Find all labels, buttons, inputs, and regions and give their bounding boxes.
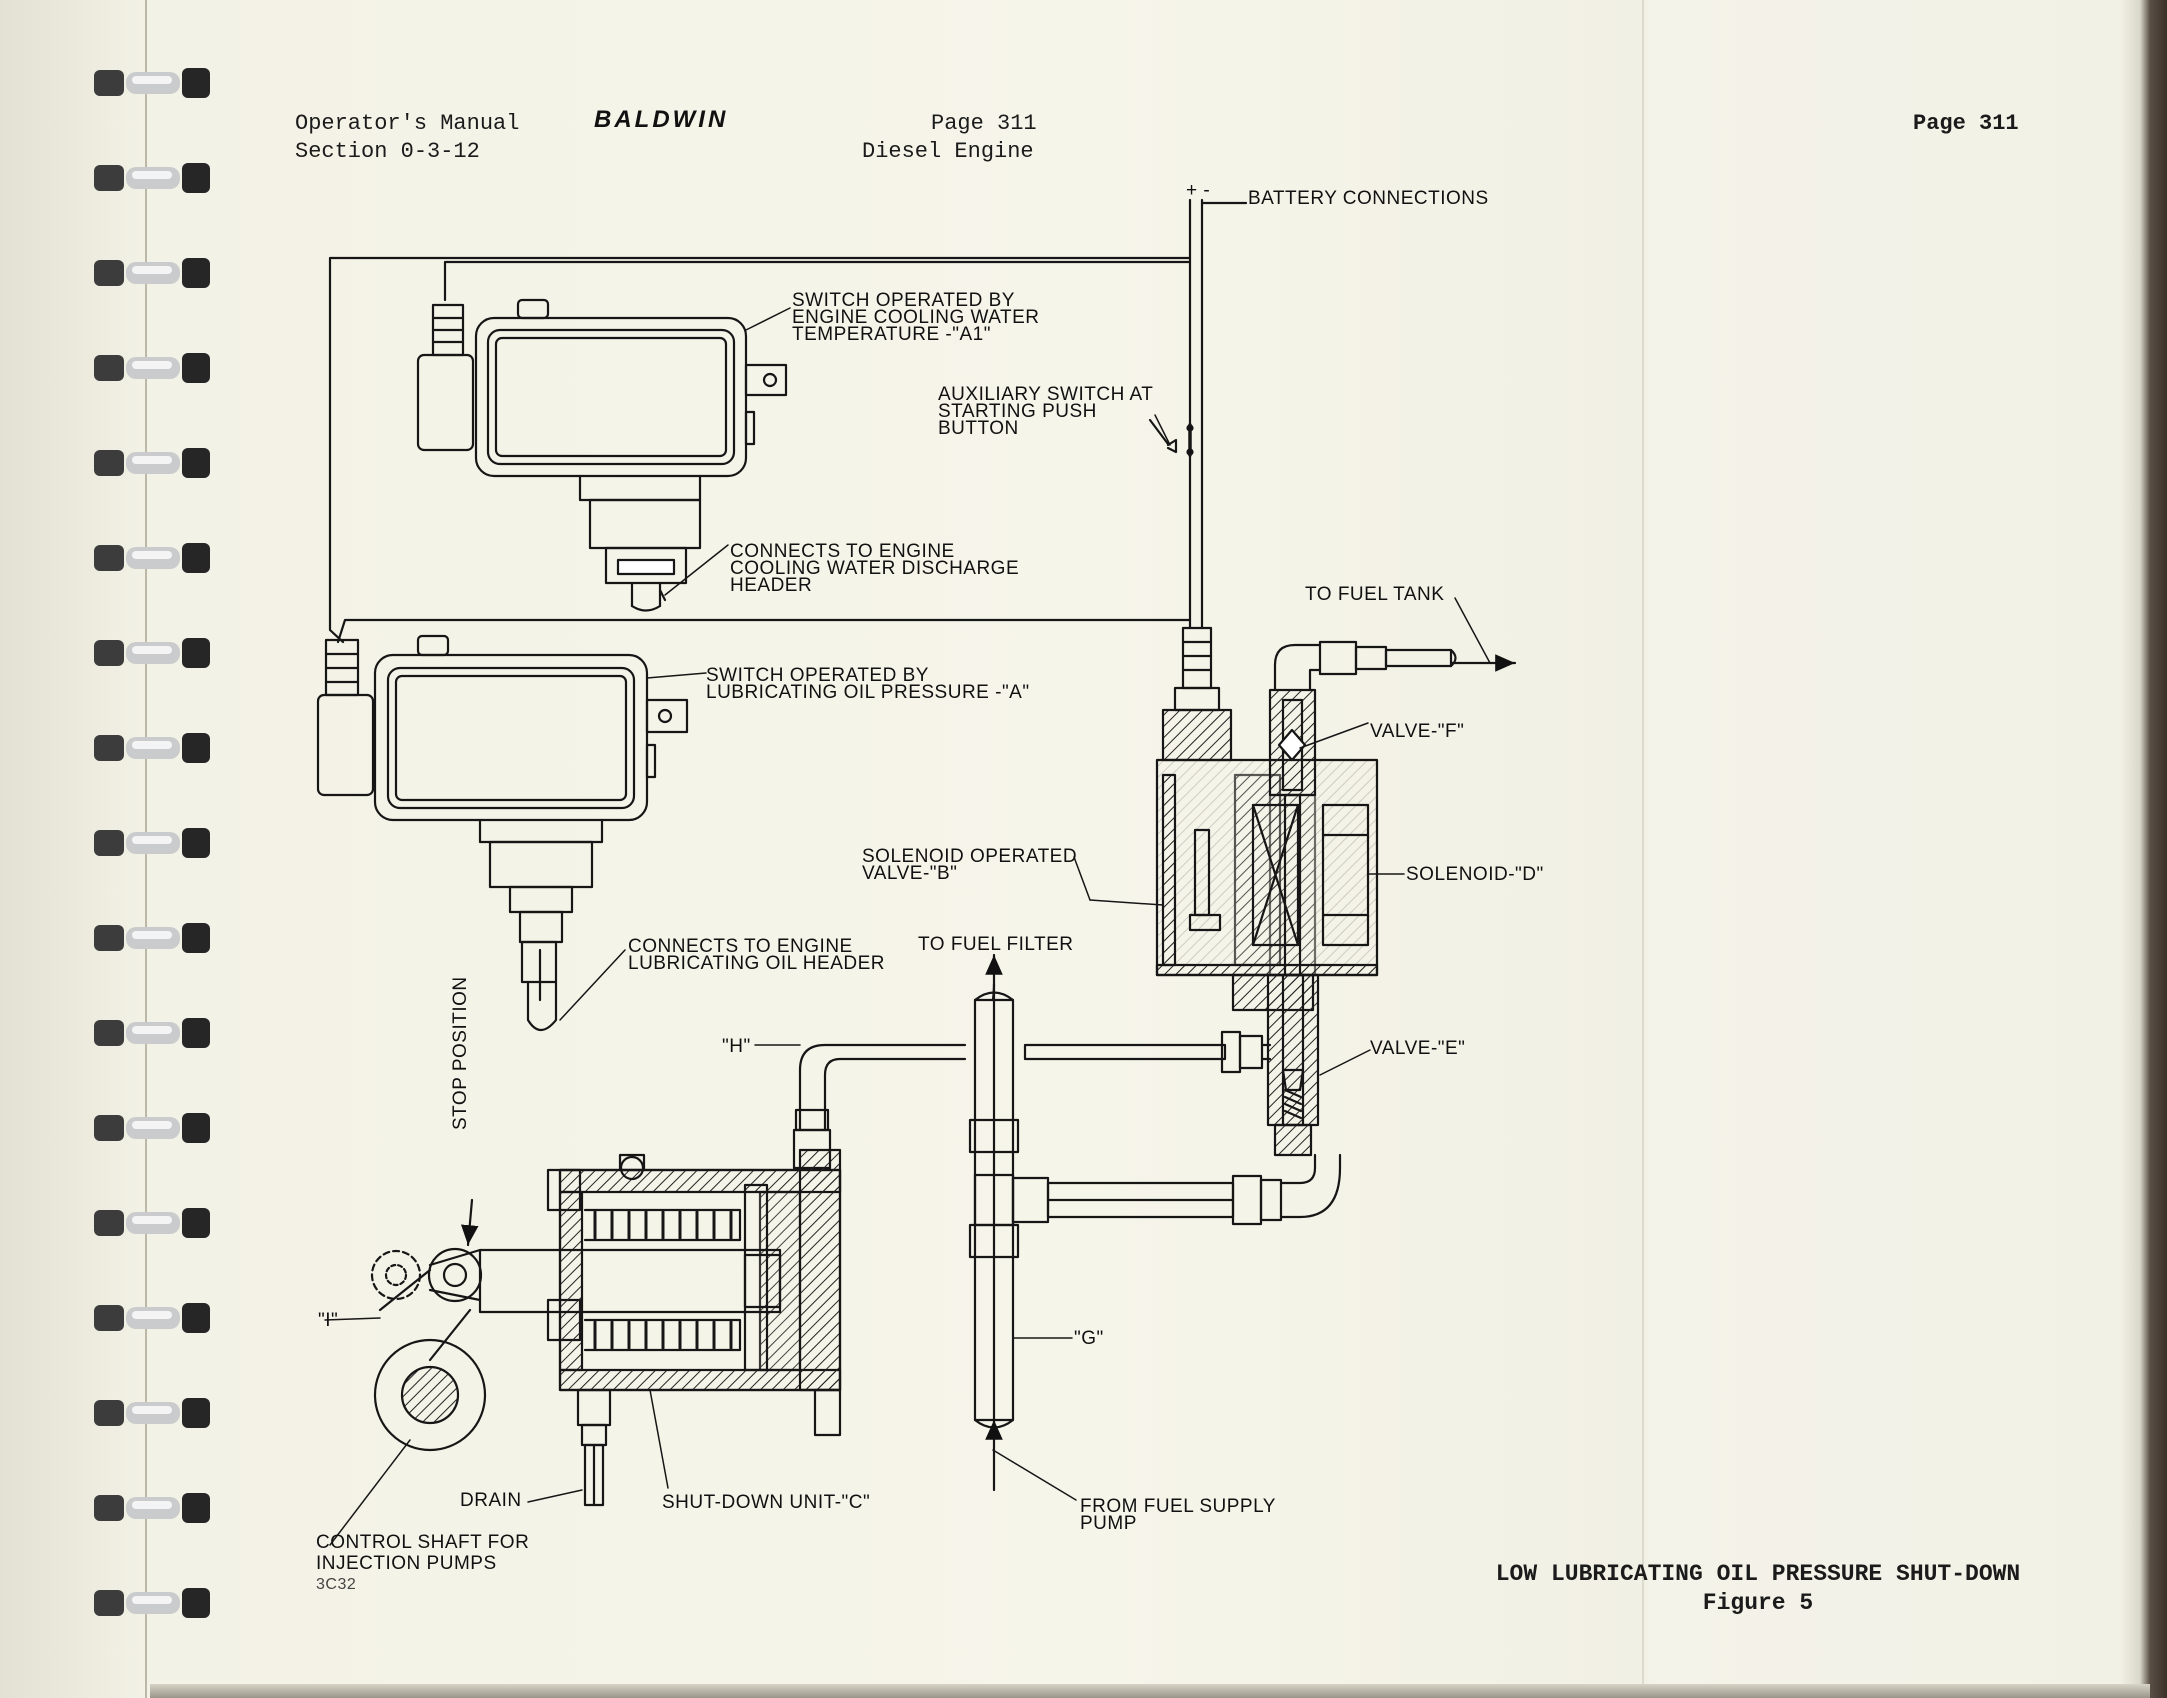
cooling-water-header-label: CONNECTS TO ENGINE COOLING WATER DISCHAR… [730, 541, 1020, 596]
solenoid-valve-b-label: SOLENOID OPERATED VALVE-"B" [862, 846, 1078, 884]
binding-ring [92, 919, 214, 957]
control-shaft-label: CONTROL SHAFT FOR INJECTION PUMPS [316, 1532, 530, 1574]
lever-i-label: "I" [318, 1310, 339, 1331]
pipe-g-label: "G" [1074, 1328, 1104, 1349]
figure-caption: LOW LUBRICATING OIL PRESSURE SHUT-DOWN F… [1488, 1560, 2028, 1618]
brand-logo: BALDWIN [594, 106, 729, 133]
fuel-piping [792, 982, 1342, 1429]
binding-ring [92, 444, 214, 482]
binding-ring [92, 1014, 214, 1052]
shutdown-unit-label: SHUT-DOWN UNIT-"C" [662, 1492, 871, 1513]
lube-oil-header-label: CONNECTS TO ENGINE LUBRICATING OIL HEADE… [628, 936, 885, 974]
stop-position-label: STOP POSITION [450, 976, 471, 1130]
binding-ring [92, 1299, 214, 1337]
fold-line [1642, 0, 1644, 1698]
binding-ring [92, 539, 214, 577]
fuel-tank-label: TO FUEL TANK [1305, 584, 1445, 605]
figure-number: Figure 5 [1702, 1590, 1814, 1616]
binding-ring [92, 1109, 214, 1147]
binding-ring [92, 824, 214, 862]
binding-ring [92, 634, 214, 672]
drawing-number: 3C32 [316, 1576, 357, 1593]
fuel-supply-label: FROM FUEL SUPPLY PUMP [1080, 1496, 1276, 1534]
section-number: Section 0-3-12 [295, 139, 480, 164]
polarity-label: + - [1186, 180, 1211, 201]
auxiliary-switch [1148, 418, 1194, 457]
solenoid-d-label: SOLENOID-"D" [1406, 864, 1544, 885]
valve-f-label: VALVE-"F" [1370, 721, 1465, 742]
flow-arrows [460, 654, 1517, 1492]
binding-ring [92, 1584, 214, 1622]
valve-e-label: VALVE-"E" [1370, 1038, 1466, 1059]
page-number-left: Page 311 [931, 111, 1037, 136]
wiring [328, 198, 1248, 644]
binding-ring [92, 1394, 214, 1432]
binding-ring [92, 1204, 214, 1242]
switch-a1-body [416, 298, 788, 612]
binding-ring [92, 729, 214, 767]
switch-a1-label: SWITCH OPERATED BY ENGINE COOLING WATER … [792, 290, 1040, 345]
page-bottom-edge [150, 1684, 2150, 1698]
switch-a-label: SWITCH OPERATED BY LUBRICATING OIL PRESS… [706, 665, 1030, 703]
binding-ring [92, 254, 214, 292]
binding-ring [92, 159, 214, 197]
fuel-filter-label: TO FUEL FILTER [918, 934, 1074, 955]
drain-label: DRAIN [460, 1490, 522, 1511]
manual-title: Operator's Manual [295, 111, 520, 136]
figure-title: LOW LUBRICATING OIL PRESSURE SHUT-DOWN [1495, 1561, 2021, 1587]
pipe-h-label: "H" [722, 1036, 751, 1057]
subject-title: Diesel Engine [862, 139, 1034, 164]
control-lever [370, 1247, 487, 1452]
shutdown-unit-c [478, 1148, 842, 1507]
page-number-right: Page 311 [1913, 111, 2019, 136]
binding-ring [92, 64, 214, 102]
valve-assembly [1155, 626, 1457, 1157]
battery-connections-label: BATTERY CONNECTIONS [1248, 188, 1489, 209]
leader-lines [324, 307, 1491, 1546]
binding-ring [92, 349, 214, 387]
auxiliary-switch-label: AUXILIARY SWITCH AT STARTING PUSH BUTTON [938, 384, 1154, 439]
binding-ring [92, 1489, 214, 1527]
switch-a-body [316, 634, 689, 1032]
